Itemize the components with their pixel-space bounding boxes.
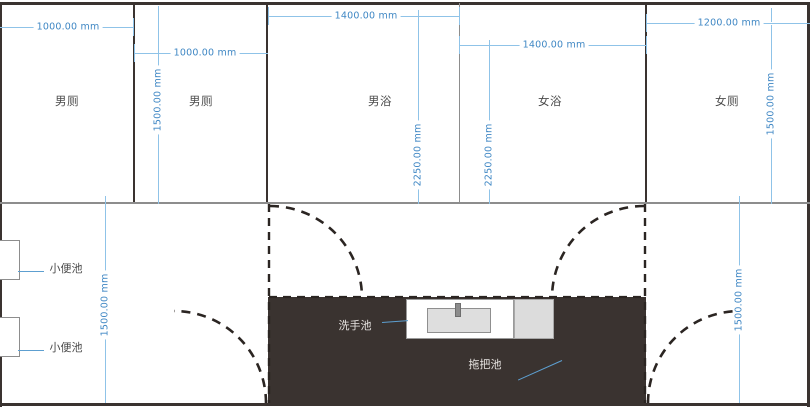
wall-partition-4 [645,2,648,204]
door-arc-male-bath [269,204,364,299]
dim-tick-5a [459,36,460,54]
dim-text-7: 2250.00 mm [483,120,495,190]
door-arc-female-wc [646,309,741,404]
dim-text-10: 1500.00 mm [99,270,111,340]
dim-tick-2a [134,44,135,62]
wall-partition-3 [459,3,461,204]
dim-text-6: 2250.00 mm [412,120,424,190]
wall-outer-top [0,2,810,5]
room-label-male-wc-2: 男厕 [189,94,213,108]
wall-horizontal-mid-left [0,202,268,204]
dim-text-3: 1500.00 mm [152,65,164,135]
dim-stub-b [771,8,772,22]
door-arc-female-bath [550,204,645,299]
dim-line-6 [418,10,419,204]
fixture-sink-bowl [427,308,491,333]
wall-partition-2 [266,2,269,204]
dim-text-1: 1000.00 mm [33,21,103,33]
callout-urinal-upper: 小便池 [49,262,83,275]
callout-urinal-lower: 小便池 [49,341,83,354]
dim-text-4: 1400.00 mm [331,10,401,22]
wall-outer-left-lower [0,204,2,407]
leader-urinal-upper [18,271,44,272]
wall-partition-1 [133,2,135,204]
room-label-female-bath: 女浴 [538,94,562,108]
dim-tick-5b [646,36,647,54]
dim-tick-8a [646,14,647,32]
dim-text-9: 1500.00 mm [765,69,777,139]
fixture-faucet [455,303,461,317]
wall-outer-right-lower [807,204,810,407]
dim-text-2: 1000.00 mm [170,47,240,59]
dim-text-8: 1200.00 mm [694,17,764,29]
wall-outer-left-upper [0,2,2,204]
wall-horizontal-mid-right [645,202,810,204]
callout-sink: 洗手池 [338,319,372,332]
room-label-male-wc-1: 男厕 [55,94,79,108]
fixture-mop-sink [514,299,554,339]
room-label-female-wc: 女厕 [715,94,739,108]
dim-stub-a [158,6,159,20]
leader-urinal-lower [18,350,44,351]
dim-tick-4a [268,7,269,25]
dim-text-11: 1500.00 mm [733,265,745,335]
door-arc-male-wc [173,309,268,404]
wall-horizontal-mid-center [268,202,646,204]
room-label-male-bath: 男浴 [368,94,392,108]
dim-tick-4b [459,7,460,25]
fixture-urinal-lower [0,317,20,357]
wall-outer-right-upper [807,2,810,204]
callout-mop-sink: 拖把池 [468,358,502,371]
dim-text-5: 1400.00 mm [519,39,589,51]
wall-outer-bottom [0,403,810,406]
fixture-urinal-upper [0,240,20,280]
dim-tick-1a [133,18,134,36]
